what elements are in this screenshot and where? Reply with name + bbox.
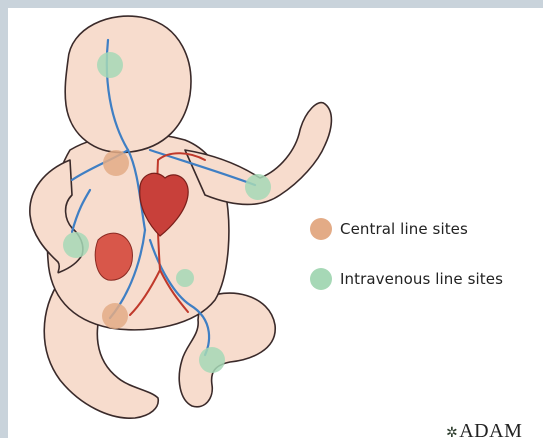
iv-site-umbilical: [176, 269, 194, 287]
central-site-neck: [103, 150, 129, 176]
iv-site-wrist-left: [63, 232, 89, 258]
iv-site-ankle: [199, 347, 225, 373]
liver-organ: [95, 233, 132, 280]
central-site-groin: [102, 303, 128, 329]
adam-logo: ✲ADAM: [446, 420, 522, 438]
iv-line-swatch: [310, 268, 332, 290]
legend-item-iv: Intravenous line sites: [310, 268, 503, 290]
iv-site-arm-right: [245, 174, 271, 200]
legend-label-iv: Intravenous line sites: [340, 270, 503, 288]
legend-label-central: Central line sites: [340, 220, 468, 238]
adam-logo-icon: ✲: [446, 426, 458, 438]
iv-site-scalp: [97, 52, 123, 78]
legend-item-central: Central line sites: [310, 218, 468, 240]
central-line-swatch: [310, 218, 332, 240]
head: [65, 16, 191, 152]
infant-body: [30, 16, 332, 418]
illustration-panel: Central line sites Intravenous line site…: [8, 8, 543, 438]
logo-text: ADAM: [459, 420, 522, 438]
